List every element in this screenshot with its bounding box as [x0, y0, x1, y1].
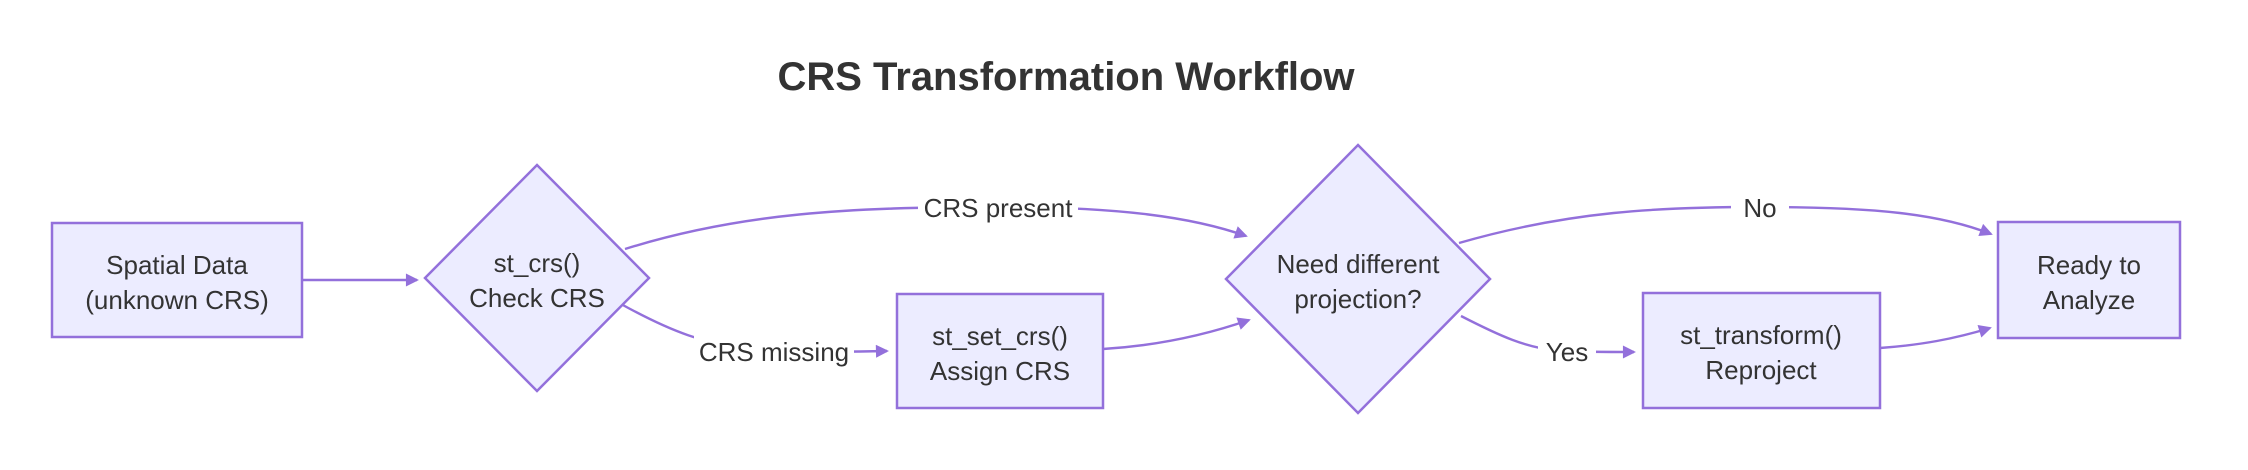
edge-label-no: No — [1731, 191, 1789, 224]
node-spatial-data: Spatial Data (unknown CRS) — [50, 221, 304, 339]
edge-assign-crs-to-need-projection — [1102, 317, 1251, 351]
node-need-projection-shape — [1224, 143, 1492, 415]
node-assign-crs-shape — [895, 292, 1105, 410]
edge-reproject-to-ready — [1879, 325, 1992, 350]
edge-label-text: CRS present — [924, 193, 1074, 223]
node-assign-crs-line2: Assign CRS — [930, 356, 1070, 386]
edge-label-yes: Yes — [1538, 335, 1596, 368]
node-assign-crs-line1: st_set_crs() — [932, 321, 1068, 351]
node-reproject-shape — [1641, 291, 1882, 410]
node-reproject-line2: Reproject — [1705, 355, 1817, 385]
edge-label-crs-present: CRS present — [918, 191, 1078, 224]
node-spatial-data-line2: (unknown CRS) — [85, 285, 269, 315]
edge-label-text: No — [1743, 193, 1776, 223]
node-check-crs-shape — [423, 163, 651, 393]
node-assign-crs: st_set_crs() Assign CRS — [895, 292, 1105, 410]
node-check-crs-line1: st_crs() — [494, 248, 581, 278]
edge-labels-layer: CRS present CRS missing No Yes — [694, 191, 1789, 368]
node-reproject-line1: st_transform() — [1680, 320, 1842, 350]
node-ready-shape — [1996, 220, 2182, 340]
node-need-projection-line2: projection? — [1294, 284, 1421, 314]
edge-label-bg — [1538, 335, 1596, 368]
node-reproject: st_transform() Reproject — [1641, 291, 1882, 410]
node-need-projection: Need different projection? — [1224, 143, 1492, 415]
node-ready-line1: Ready to — [2037, 250, 2141, 280]
node-check-crs: st_crs() Check CRS — [423, 163, 651, 393]
edge-need-projection-to-ready — [1458, 205, 1993, 245]
node-spatial-data-shape — [50, 221, 304, 339]
edge-label-bg — [918, 191, 1078, 224]
edge-label-bg — [1731, 191, 1789, 224]
nodes-layer: Spatial Data (unknown CRS) st_crs() Chec… — [50, 143, 2182, 415]
node-ready-line2: Analyze — [2043, 285, 2136, 315]
node-ready: Ready to Analyze — [1996, 220, 2182, 340]
edge-label-bg — [694, 335, 854, 368]
diagram-title: CRS Transformation Workflow — [777, 55, 1355, 99]
edge-label-crs-missing: CRS missing — [694, 335, 854, 368]
node-spatial-data-line1: Spatial Data — [106, 250, 248, 280]
node-check-crs-line2: Check CRS — [469, 283, 605, 313]
edge-label-text: Yes — [1546, 337, 1588, 367]
node-need-projection-line1: Need different — [1277, 249, 1441, 279]
edge-label-text: CRS missing — [699, 337, 849, 367]
